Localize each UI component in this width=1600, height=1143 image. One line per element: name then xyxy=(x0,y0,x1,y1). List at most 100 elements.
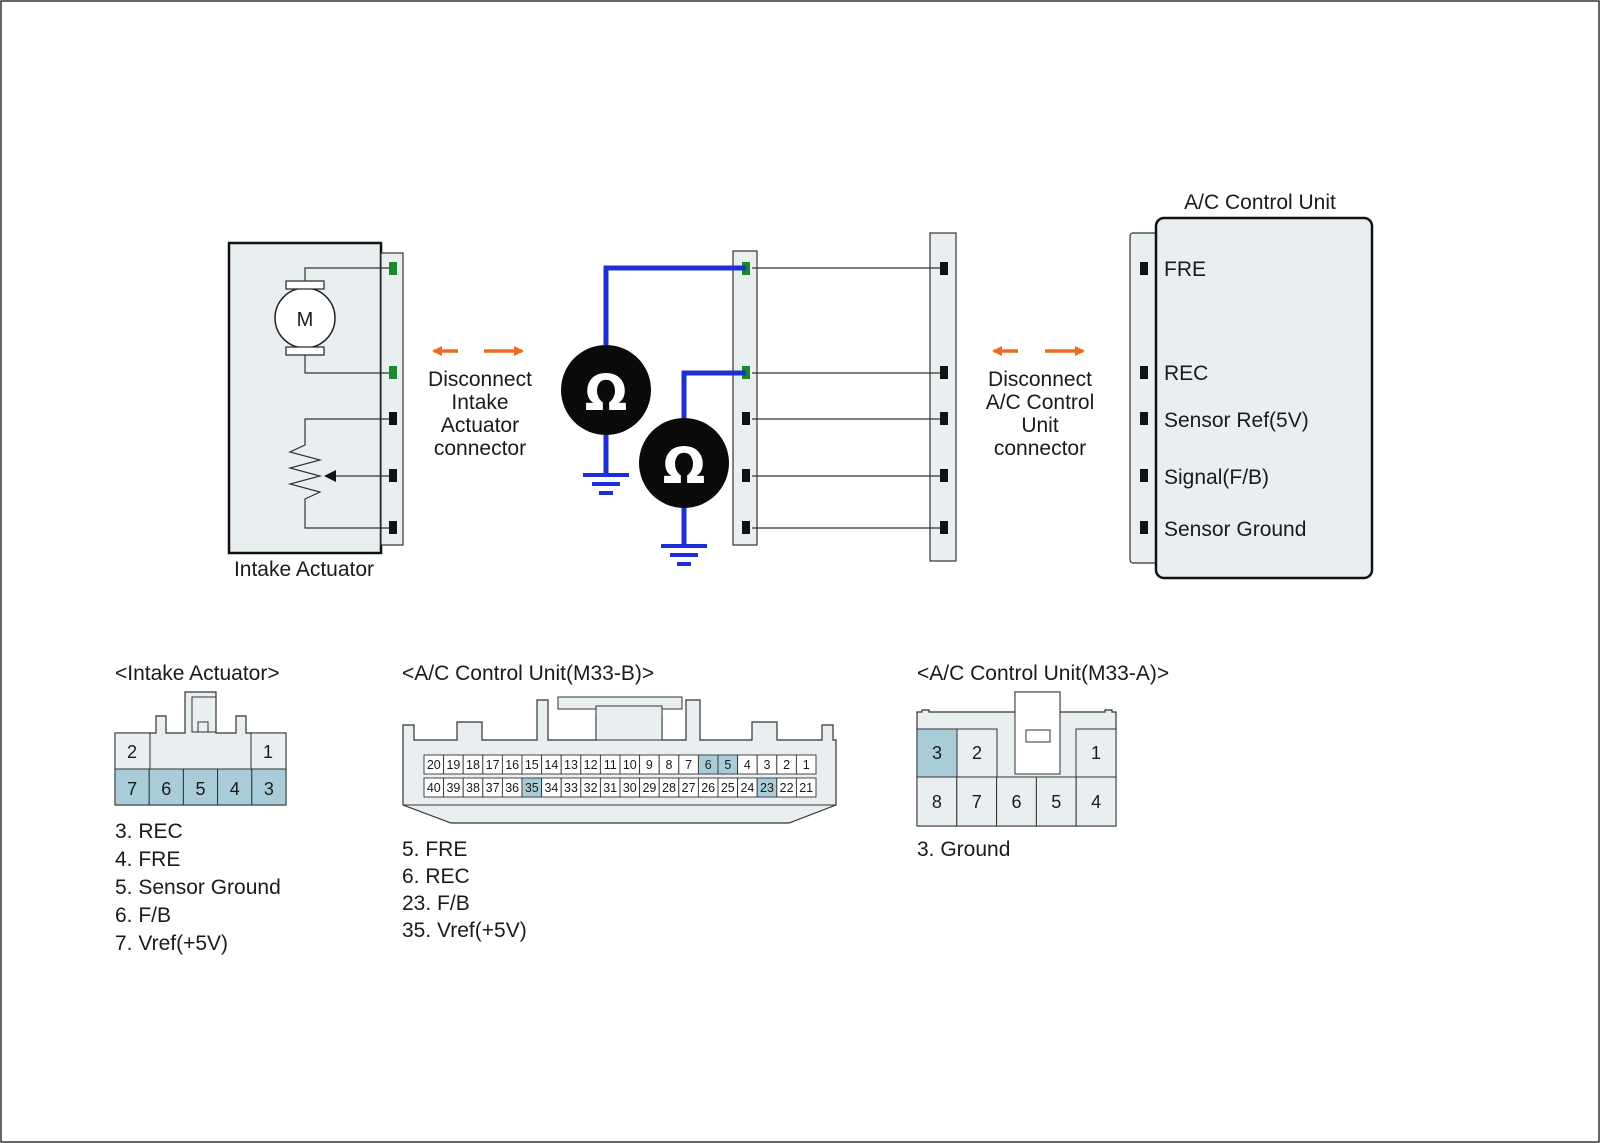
m33b-pin-15-label: 15 xyxy=(525,758,539,772)
ac-unit-title: A/C Control Unit xyxy=(1184,191,1336,214)
m33b-pin-14-label: 14 xyxy=(544,758,558,772)
ac-pin-label-fre: FRE xyxy=(1164,258,1206,281)
motor-brush-top xyxy=(285,280,325,290)
m33a-cell-6 xyxy=(996,776,1037,827)
motor-symbol: M xyxy=(297,309,314,331)
m33a-cell-2-label: 2 xyxy=(972,743,982,763)
ohmmeter-1: Ω xyxy=(561,265,746,495)
wire-harness xyxy=(732,232,957,562)
m33a-cell-5 xyxy=(1035,776,1077,827)
m33b-pin-31-label: 31 xyxy=(603,781,617,795)
motor-brush-bottom xyxy=(285,346,325,356)
ohmmeter-icon xyxy=(561,345,651,435)
intake-actuator-connector xyxy=(380,252,404,546)
intake-actuator-label: Intake Actuator xyxy=(234,558,374,581)
m33b-pin-8-label: 8 xyxy=(666,758,673,772)
m33b-pin-21 xyxy=(795,777,817,798)
m33b-pin-27-label: 27 xyxy=(682,781,696,795)
harness-right-pin-4 xyxy=(940,469,948,482)
intake-pin-1 xyxy=(389,262,397,275)
m33b-pin-9-label: 9 xyxy=(646,758,653,772)
m33b-pin-2-label: 2 xyxy=(783,758,790,772)
ohm-symbol-1: Ω xyxy=(585,364,628,422)
ac-pin-label-signal: Signal(F/B) xyxy=(1164,466,1269,489)
intake-cell-2 xyxy=(114,732,151,770)
harness-left-pin-3 xyxy=(742,412,750,425)
m33b-pin-16-label: 16 xyxy=(505,758,519,772)
ac-unit-body xyxy=(1154,216,1374,580)
m33b-pin-1-label: 1 xyxy=(803,758,810,772)
intake-actuator: M Intake Actuator xyxy=(227,241,404,581)
potentiometer-icon xyxy=(287,418,393,529)
disconnect-right-line-3: Unit xyxy=(1021,414,1059,437)
ac-pin-sensor-ref xyxy=(1140,412,1148,425)
m33a-cell-3 xyxy=(916,728,958,778)
intake-pin-4 xyxy=(389,469,397,482)
disconnect-right: Disconnect A/C Control Unit connector xyxy=(986,346,1094,460)
m33b-legend-item: 35. Vref(+5V) xyxy=(402,919,527,942)
m33a-cell-4 xyxy=(1075,776,1117,827)
harness-right-pin-5 xyxy=(940,521,948,534)
harness-left-pin-5 xyxy=(742,521,750,534)
intake-cell-2-label: 2 xyxy=(127,742,137,762)
ac-pin-label-rec: REC xyxy=(1164,362,1208,385)
blue-lead-1 xyxy=(603,265,746,345)
connector-m33a-title: <A/C Control Unit(M33-A)> xyxy=(917,662,1169,685)
m33b-pin-36-label: 36 xyxy=(505,781,519,795)
blue-lead-2 xyxy=(681,370,746,418)
ac-unit-connector xyxy=(1129,232,1159,564)
m33b-pin-26-label: 26 xyxy=(701,781,715,795)
m33b-pin-29-label: 29 xyxy=(642,781,656,795)
m33b-legend-item: 23. F/B xyxy=(402,892,470,915)
m33a-cell-8-label: 8 xyxy=(932,792,942,812)
m33b-legend-item: 5. FRE xyxy=(402,838,467,861)
m33b-pin-37-label: 37 xyxy=(486,781,500,795)
m33b-pin-24-label: 24 xyxy=(740,781,754,795)
intake-legend-item: 7. Vref(+5V) xyxy=(115,932,228,955)
connector-m33b-title: <A/C Control Unit(M33-B)> xyxy=(402,662,654,685)
intake-legend-item: 3. REC xyxy=(115,820,183,843)
disconnect-left-line-1: Disconnect xyxy=(428,368,532,391)
intake-pin-3 xyxy=(389,412,397,425)
intake-cell-5-label: 5 xyxy=(195,779,205,799)
m33b-pin-32-label: 32 xyxy=(584,781,598,795)
ohmmeter-2: Ω xyxy=(639,370,746,566)
harness-right-pin-2 xyxy=(940,366,948,379)
intake-cell-1-label: 1 xyxy=(263,742,273,762)
disconnect-right-line-1: Disconnect xyxy=(988,368,1092,391)
ac-pin-label-sensor-ground: Sensor Ground xyxy=(1164,518,1306,541)
m33b-pin-38-label: 38 xyxy=(466,781,480,795)
m33a-cell-7-label: 7 xyxy=(972,792,982,812)
m33b-pin-20-label: 20 xyxy=(427,758,441,772)
m33b-pin-4-label: 4 xyxy=(744,758,751,772)
ac-pin-label-sensor-ref: Sensor Ref(5V) xyxy=(1164,409,1309,432)
intake-legend-item: 6. F/B xyxy=(115,904,171,927)
m33b-pin-1 xyxy=(795,754,817,775)
harness-connector-right xyxy=(929,232,957,562)
m33b-pin-35-label: 35 xyxy=(525,781,539,795)
ac-pin-fre xyxy=(1140,262,1148,275)
m33b-pin-6-label: 6 xyxy=(705,758,712,772)
connector-intake-title: <Intake Actuator> xyxy=(115,662,280,685)
intake-cell-3-label: 3 xyxy=(264,779,274,799)
intake-pin-2 xyxy=(389,366,397,379)
m33a-cell-1-label: 1 xyxy=(1091,743,1101,763)
m33b-pin-28-label: 28 xyxy=(662,781,676,795)
m33b-pin-18-label: 18 xyxy=(466,758,480,772)
intake-cell-4-label: 4 xyxy=(230,779,240,799)
intake-cell-7-label: 7 xyxy=(127,779,137,799)
ohmmeter-icon xyxy=(639,418,729,508)
ac-control-unit: A/C Control Unit FRE REC Sensor Ref(5V) … xyxy=(1129,191,1374,580)
m33b-pin-34-label: 34 xyxy=(544,781,558,795)
m33b-pin-39-label: 39 xyxy=(446,781,460,795)
m33b-legend-item: 6. REC xyxy=(402,865,470,888)
disconnect-left-line-3: Actuator xyxy=(441,414,519,437)
intake-pin-5 xyxy=(389,521,397,534)
m33b-pin-23-label: 23 xyxy=(760,781,774,795)
m33b-pin-40-label: 40 xyxy=(427,781,441,795)
harness-right-pin-1 xyxy=(940,262,948,275)
